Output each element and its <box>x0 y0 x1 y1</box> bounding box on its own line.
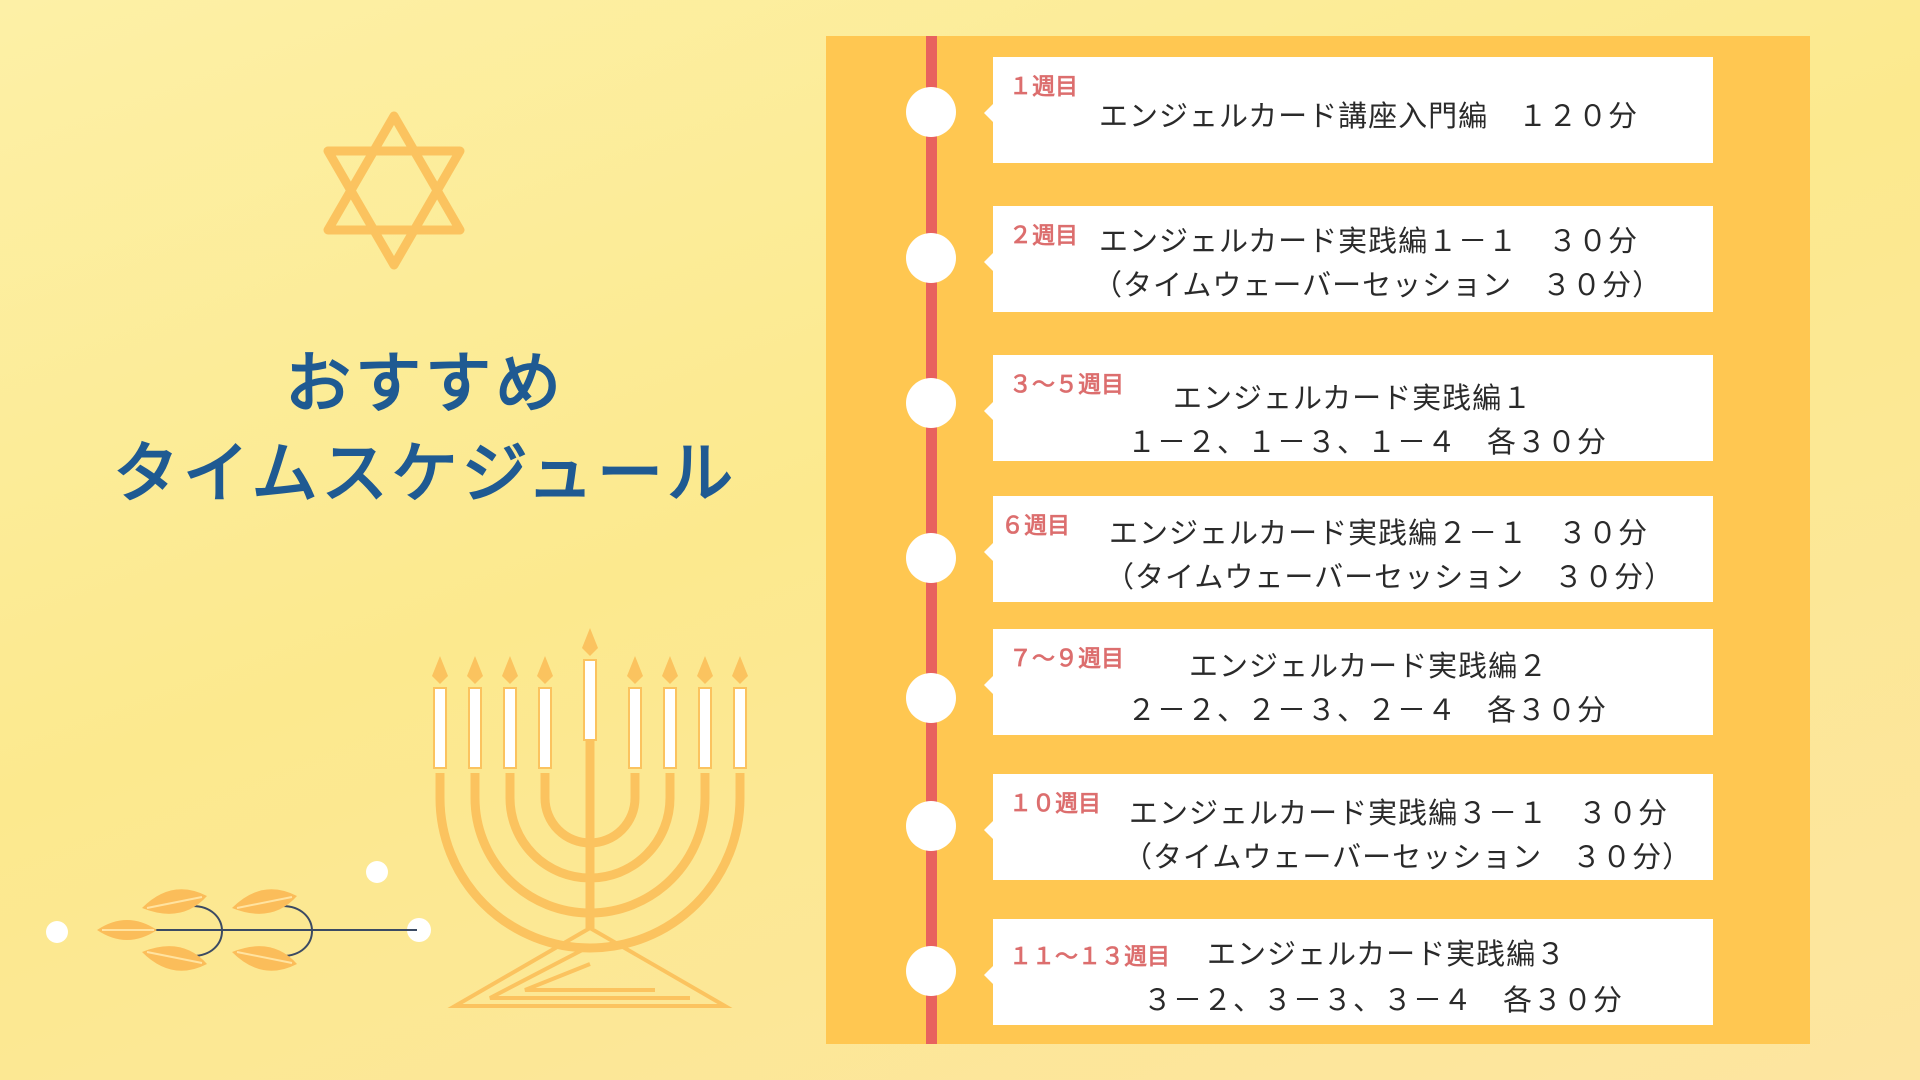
schedule-card-week3-5: ３～５週目 エンジェルカード実践編１ １－２、１－３、１－４ 各３０分 <box>984 355 1713 461</box>
schedule-card-week1: １週目 エンジェルカード講座入門編 １２０分 <box>984 57 1713 163</box>
timeline-dot <box>906 378 956 428</box>
timeline-dot <box>906 946 956 996</box>
schedule-card-week6: ６週目 エンジェルカード実践編２－１ ３０分 （タイムウェーバーセッション ３０… <box>984 496 1713 602</box>
card-line2: （タイムウェーバーセッション ３０分） <box>1105 560 1675 594</box>
wheat-branch-icon <box>46 861 431 971</box>
week-label: ２週目 <box>1009 223 1078 249</box>
card-line1: エンジェルカード実践編１ <box>1173 381 1533 415</box>
card-line1: エンジェルカード実践編１－１ ３０分 <box>1099 224 1639 258</box>
week-label: ６週目 <box>1001 513 1070 539</box>
timeline-dot <box>906 533 956 583</box>
card-line1: エンジェルカード実践編２－１ ３０分 <box>1109 516 1649 550</box>
schedule-card-week11-13: １１～１３週目 エンジェルカード実践編３ ３－２、３－３、３－４ 各３０分 <box>984 919 1713 1025</box>
week-label: ７～９週目 <box>1009 646 1124 672</box>
schedule-card-week7-9: ７～９週目 エンジェルカード実践編２ ２－２、２－３、２－４ 各３０分 <box>984 629 1713 735</box>
timeline-dot <box>906 87 956 137</box>
page-title-line2: タイムスケジュール <box>112 435 738 512</box>
card-line1: エンジェルカード講座入門編 １２０分 <box>1099 99 1639 133</box>
card-line2: ２－２、２－３、２－４ 各３０分 <box>1127 693 1608 727</box>
week-label: １週目 <box>1009 74 1078 100</box>
card-line1: エンジェルカード実践編３ <box>1207 937 1567 971</box>
week-label: １１～１３週目 <box>1009 944 1170 970</box>
menorah-icon <box>432 628 748 1008</box>
timeline-dot <box>906 233 956 283</box>
schedule-card-week2: ２週目 エンジェルカード実践編１－１ ３０分 （タイムウェーバーセッション ３０… <box>984 206 1713 312</box>
week-label: ３～５週目 <box>1009 372 1124 398</box>
card-line2: ３－２、３－３、３－４ 各３０分 <box>1143 983 1624 1017</box>
card-line2: （タイムウェーバーセッション ３０分） <box>1093 268 1663 302</box>
card-line1: エンジェルカード実践編３－１ ３０分 <box>1129 796 1669 830</box>
timeline-dot <box>906 673 956 723</box>
week-label: １０週目 <box>1009 791 1101 817</box>
card-line2: １－２、１－３、１－４ 各３０分 <box>1127 425 1608 459</box>
star-of-david-icon <box>323 111 465 270</box>
page-title-line1: おすすめ <box>285 345 565 422</box>
schedule-card-week10: １０週目 エンジェルカード実践編３－１ ３０分 （タイムウェーバーセッション ３… <box>984 774 1713 880</box>
card-line1: エンジェルカード実践編２ <box>1189 649 1549 683</box>
card-line2: （タイムウェーバーセッション ３０分） <box>1123 840 1693 874</box>
timeline-dot <box>906 801 956 851</box>
